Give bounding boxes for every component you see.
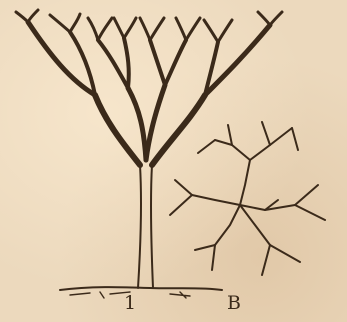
segment-twig-r2 bbox=[295, 205, 325, 220]
segment-left bbox=[192, 195, 240, 205]
segment-twig-l3 bbox=[175, 180, 192, 195]
segment-twig-d2 bbox=[212, 245, 215, 270]
segment-up-right bbox=[240, 128, 292, 205]
segment-twig-l1 bbox=[228, 125, 232, 145]
figure-label-a: 1 bbox=[124, 294, 136, 313]
segment-up-twig bbox=[262, 122, 270, 145]
segment-twig-r1 bbox=[292, 128, 298, 150]
segment-right bbox=[240, 185, 318, 210]
segment-down-left bbox=[215, 205, 240, 245]
figure-label-b: B bbox=[227, 294, 241, 313]
segment-twig-l4 bbox=[170, 195, 192, 215]
segment-twig-l2 bbox=[198, 140, 215, 153]
segment-down-right bbox=[240, 205, 270, 245]
segment-twig-d4 bbox=[270, 245, 300, 262]
segment-twig-d3 bbox=[262, 245, 270, 275]
segment-twig-d1 bbox=[195, 245, 215, 250]
